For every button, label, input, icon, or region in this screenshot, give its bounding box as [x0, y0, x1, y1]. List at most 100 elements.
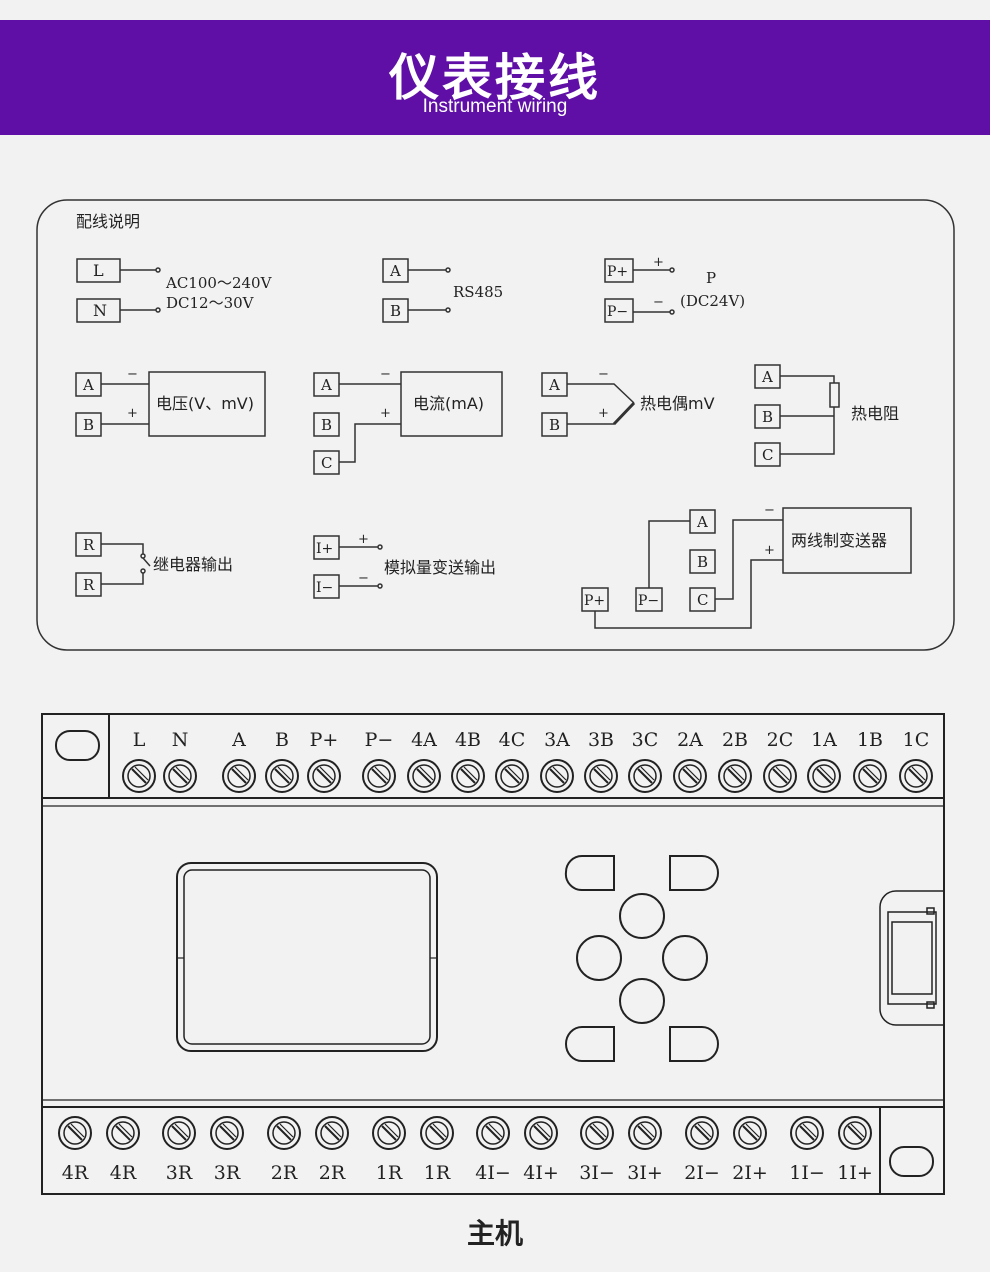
top-terminal-screw[interactable] [763, 759, 797, 793]
bottom-terminal-label: 2I− [684, 1162, 720, 1184]
current-label: 电流(mA) [413, 394, 484, 413]
page-title: 仪表接线 [389, 49, 601, 107]
top-terminal-label: 4B [455, 729, 481, 751]
analog-i-minus: I− [316, 580, 333, 596]
thermocouple-a: A [548, 376, 560, 394]
key-up[interactable] [619, 893, 665, 939]
top-terminal-screw[interactable] [222, 759, 256, 793]
key-left[interactable] [576, 935, 622, 981]
wiring-title: 配线说明 [76, 212, 140, 231]
bottom-terminal-screw[interactable] [58, 1116, 92, 1150]
top-terminal-screw[interactable] [163, 759, 197, 793]
transmitter-minus: − [764, 503, 775, 518]
key-right[interactable] [662, 935, 708, 981]
thermocouple-b: B [549, 416, 560, 434]
keypad [564, 855, 720, 1062]
voltage-minus: − [127, 367, 138, 382]
bottom-terminal-screw[interactable] [733, 1116, 767, 1150]
top-terminal-screw[interactable] [853, 759, 887, 793]
top-terminal-screw[interactable] [584, 759, 618, 793]
key-bottom-left[interactable] [564, 1026, 615, 1062]
top-terminal-label: 2B [722, 729, 748, 751]
analog-plus-sign: + [358, 532, 369, 547]
terminal-l: L [93, 261, 104, 280]
key-top-left[interactable] [564, 855, 615, 892]
bottom-terminal-screw[interactable] [580, 1116, 614, 1150]
bottom-terminal-label: 1I− [789, 1162, 825, 1184]
top-terminal-label: L [133, 729, 146, 751]
analog-label: 模拟量变送输出 [384, 558, 496, 577]
top-terminal-label: A [231, 729, 246, 751]
voltage-input-wiring: A B − + 电压(V、mV) [75, 367, 266, 437]
bottom-terminal-label: 2R [271, 1162, 298, 1184]
voltage-label: 电压(V、mV) [156, 394, 254, 413]
transmitter-wiring: A B C P+ P− − + 两线制变送器 [581, 503, 912, 629]
top-terminal-screw[interactable] [407, 759, 441, 793]
rs485-b: B [390, 302, 401, 320]
bottom-terminal-screw[interactable] [628, 1116, 662, 1150]
top-terminal-label: 3B [588, 729, 614, 751]
bottom-terminal-screw[interactable] [106, 1116, 140, 1150]
side-connector [879, 890, 944, 1026]
relay-label: 继电器输出 [153, 555, 233, 574]
top-terminal-screw[interactable] [673, 759, 707, 793]
top-terminal-screw[interactable] [495, 759, 529, 793]
top-terminal-label: 4C [499, 729, 526, 751]
bottom-terminal-screw[interactable] [372, 1116, 406, 1150]
key-bottom-right[interactable] [669, 1026, 720, 1062]
bottom-mount-slot [889, 1146, 934, 1177]
current-b: B [321, 416, 332, 434]
bottom-terminal-label: 3I+ [627, 1162, 663, 1184]
analog-i-plus: I+ [316, 541, 333, 557]
bottom-terminal-label: 4I+ [523, 1162, 559, 1184]
wiring-instructions-panel: 配线说明 L N AC100～240V DC12～30V A B RS485 [36, 199, 955, 651]
bottom-terminal-screw[interactable] [476, 1116, 510, 1150]
rtd-b: B [762, 408, 773, 426]
bottom-terminal-screw[interactable] [524, 1116, 558, 1150]
top-terminal-screw[interactable] [451, 759, 485, 793]
top-terminal-label: 2C [767, 729, 794, 751]
top-terminal-screw[interactable] [362, 759, 396, 793]
supply-p-plus: P+ [607, 264, 628, 280]
key-down[interactable] [619, 978, 665, 1024]
current-minus: − [380, 367, 391, 382]
transmitter-plus: + [764, 543, 775, 558]
key-top-right[interactable] [669, 855, 720, 891]
top-terminal-label: 1C [903, 729, 930, 751]
bottom-terminal-label: 4R [110, 1162, 137, 1184]
device-front-panel [41, 713, 945, 1195]
top-terminal-screw[interactable] [307, 759, 341, 793]
bottom-terminal-screw[interactable] [267, 1116, 301, 1150]
header-banner: 仪表接线 Instrument wiring [0, 20, 990, 135]
relay-r2: R [83, 576, 95, 594]
bottom-terminal-label: 2R [319, 1162, 346, 1184]
top-terminal-label: P− [365, 729, 394, 751]
thermocouple-wiring: A B − + 热电偶mV [541, 367, 715, 437]
top-terminal-screw[interactable] [628, 759, 662, 793]
top-terminal-screw[interactable] [807, 759, 841, 793]
bottom-terminal-screw[interactable] [790, 1116, 824, 1150]
top-terminal-screw[interactable] [540, 759, 574, 793]
top-terminal-screw[interactable] [265, 759, 299, 793]
top-terminal-label: 4A [411, 729, 437, 751]
top-terminal-screw[interactable] [718, 759, 752, 793]
transmitter-b: B [697, 553, 708, 571]
bottom-terminal-screw[interactable] [838, 1116, 872, 1150]
bottom-terminal-screw[interactable] [420, 1116, 454, 1150]
bottom-terminal-screw[interactable] [210, 1116, 244, 1150]
bottom-terminal-screw[interactable] [685, 1116, 719, 1150]
current-a: A [320, 376, 332, 394]
top-terminal-screw[interactable] [122, 759, 156, 793]
supply-p-label: P [706, 269, 716, 287]
supply-p-minus: P− [607, 304, 628, 320]
bottom-terminal-label: 3R [166, 1162, 193, 1184]
top-terminal-screw[interactable] [899, 759, 933, 793]
bottom-terminal-screw[interactable] [315, 1116, 349, 1150]
bottom-terminal-label: 4I− [475, 1162, 511, 1184]
voltage-b: B [83, 416, 94, 434]
bottom-terminal-screw[interactable] [162, 1116, 196, 1150]
top-terminal-label: 2A [677, 729, 703, 751]
top-terminal-label: 1B [857, 729, 883, 751]
